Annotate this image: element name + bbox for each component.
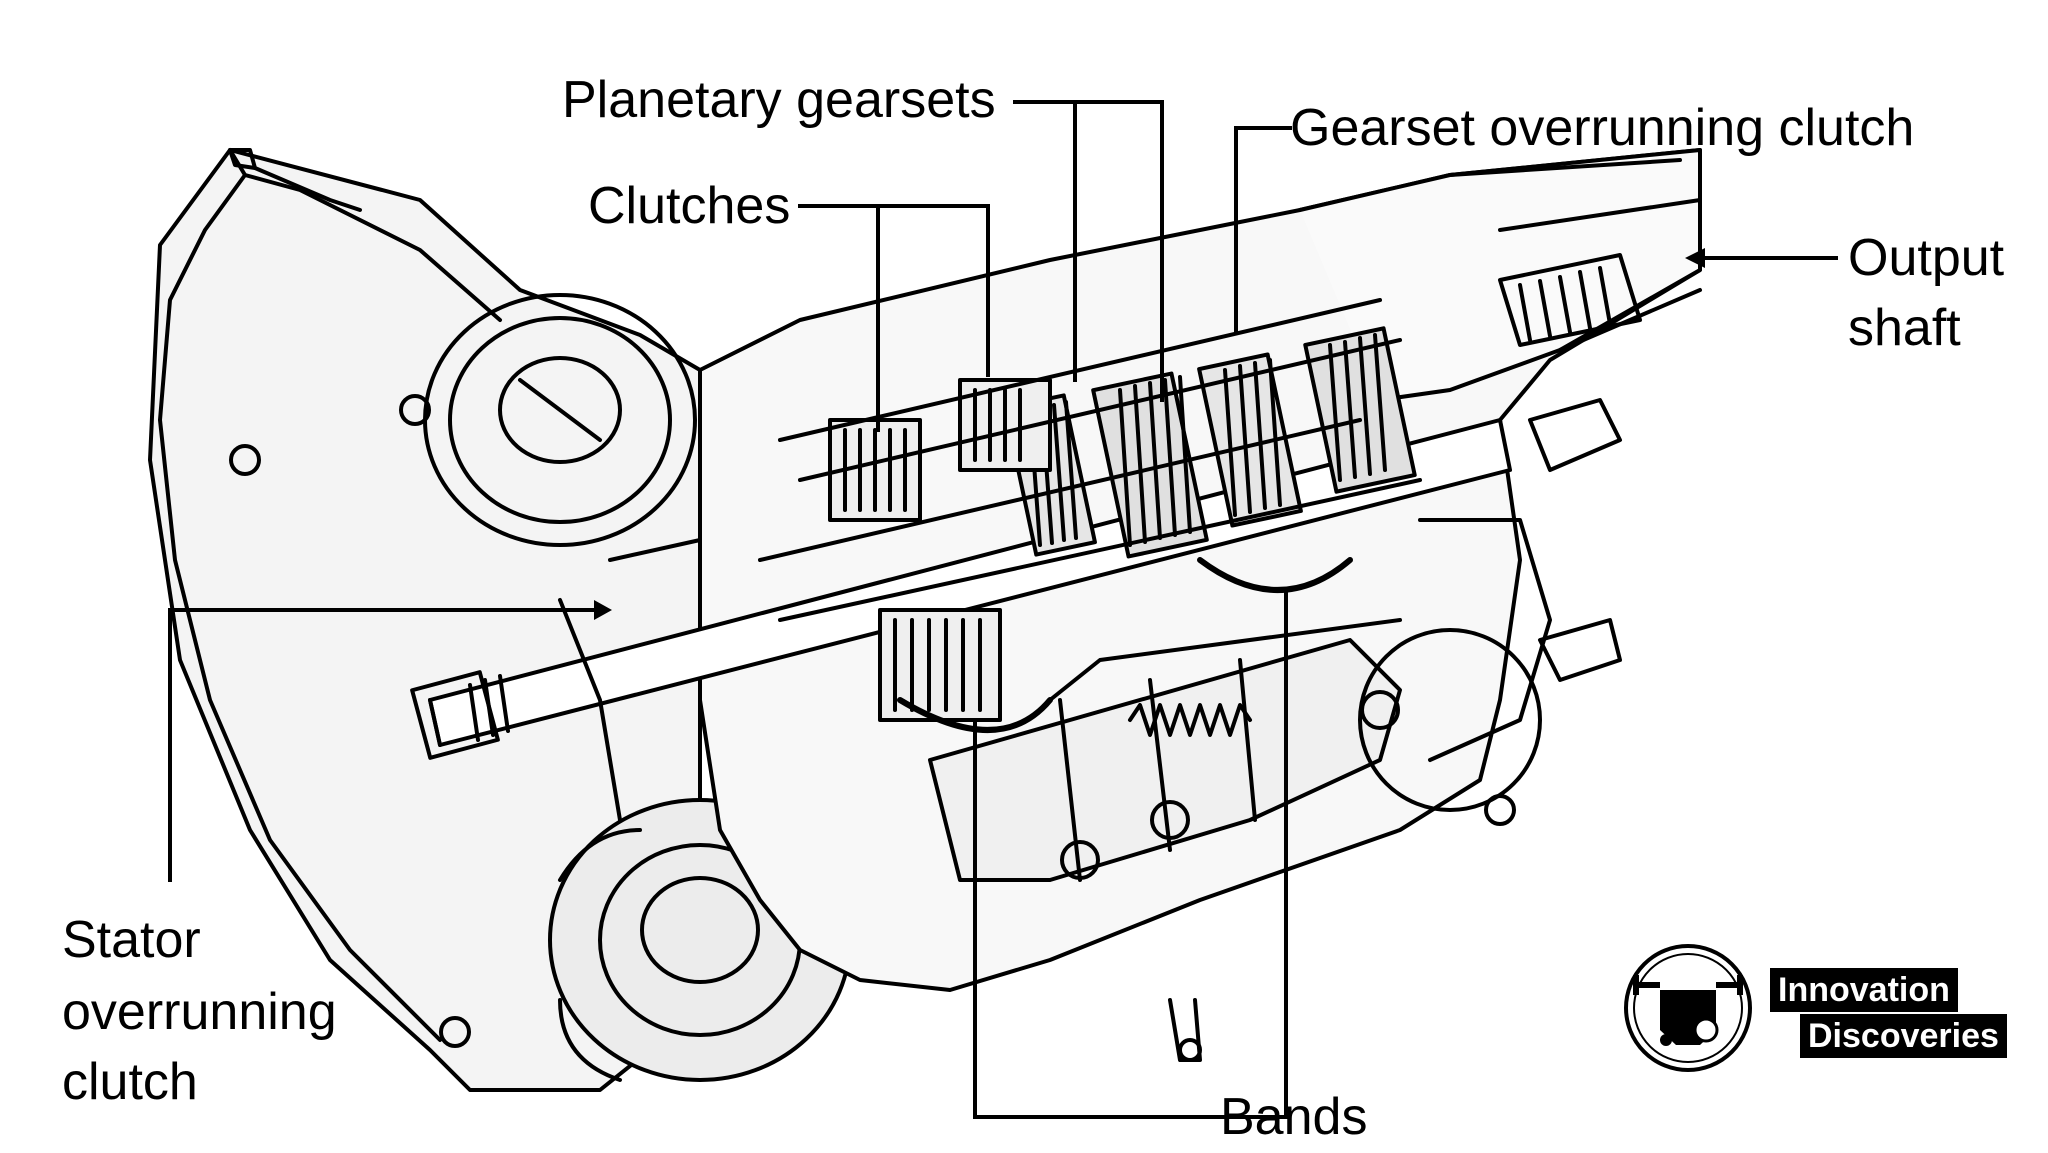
output-shaft-spline	[1498, 253, 1642, 347]
label-stator-line1: Stator	[62, 911, 201, 969]
leader-lines	[168, 100, 1292, 1119]
arrow-stator	[594, 600, 612, 620]
leader-gearset-overrunning-clutch	[1234, 126, 1292, 332]
arrowheads	[594, 248, 1705, 620]
leader-planetary-gearsets	[1013, 100, 1164, 402]
bell-housing	[148, 148, 702, 1092]
brand-line2: Discoveries	[1800, 1014, 2007, 1058]
label-stator-line3: clutch	[62, 1053, 198, 1111]
wrench-right-icon	[1716, 975, 1743, 995]
band-2	[1197, 557, 1353, 593]
clutch-pack-lower	[878, 608, 1002, 722]
band-1	[897, 697, 1053, 733]
brand-line1: Innovation	[1770, 968, 1958, 1012]
spring	[1128, 703, 1252, 737]
label-gearset-overrunning-clutch: Gearset overrunning clutch	[1290, 99, 1915, 157]
label-planetary-gearsets: Planetary gearsets	[562, 71, 996, 129]
label-output-shaft-line1: Output	[1848, 229, 2005, 287]
label-output-shaft-line2: shaft	[1848, 299, 1961, 357]
label-stator-line2: overrunning	[62, 983, 337, 1041]
leader-bands	[973, 718, 1214, 1119]
label-clutches: Clutches	[588, 177, 791, 235]
gear-stack-3	[1197, 352, 1303, 528]
gear-stack-4	[1303, 326, 1417, 494]
label-bands: Bands	[1220, 1088, 1368, 1146]
leader-clutches	[798, 204, 990, 377]
gear-icon	[1693, 1017, 1719, 1043]
leader-stator	[168, 608, 602, 882]
arrow-output-shaft	[1685, 248, 1705, 268]
gear-stack-2	[1091, 371, 1209, 559]
bell-housing-flange	[158, 148, 442, 1042]
logo-emblem	[1624, 944, 1752, 1072]
wrench-left-icon	[1633, 975, 1660, 995]
